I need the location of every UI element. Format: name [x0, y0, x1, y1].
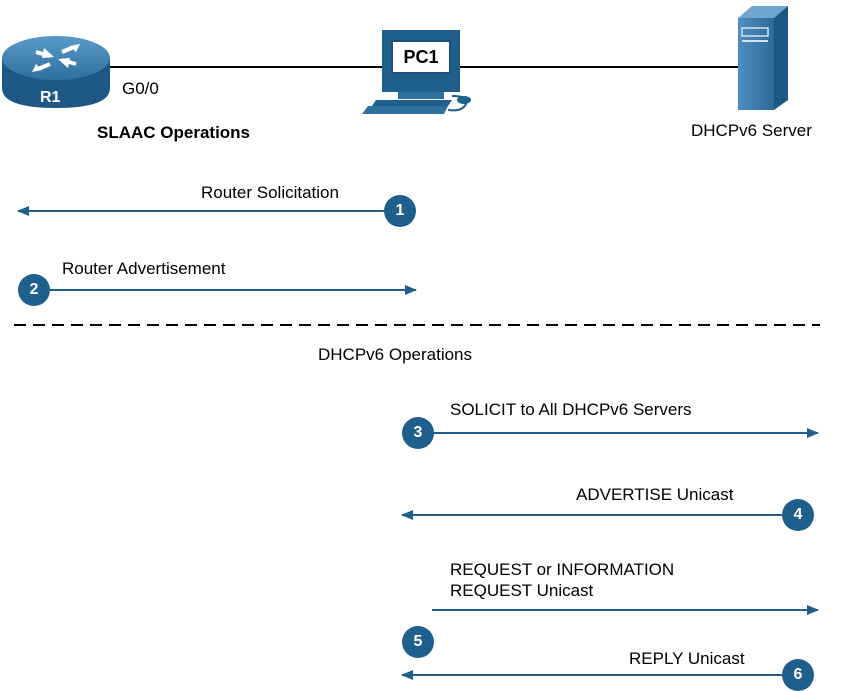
step-badge-4: 4	[782, 499, 814, 531]
message-label-6: REPLY Unicast	[629, 649, 745, 668]
message-label-4: ADVERTISE Unicast	[576, 485, 734, 504]
step-badge-5: 5	[402, 626, 434, 658]
server-icon	[738, 6, 788, 110]
message-label-1: Router Solicitation	[201, 183, 339, 202]
dhcpv6-section-title: DHCPv6 Operations	[318, 345, 473, 364]
message-label-2: Router Advertisement	[62, 259, 226, 278]
router-name-label: R1	[40, 89, 61, 106]
step-badge-2: 2	[18, 274, 50, 306]
step-badge-1: 1	[384, 195, 416, 227]
message-label-3: SOLICIT to All DHCPv6 Servers	[450, 400, 692, 419]
router-interface-label: G0/0	[122, 79, 159, 98]
message-label-5: REQUEST or INFORMATION REQUEST Unicast	[450, 560, 675, 600]
pc-name-label: PC1	[391, 40, 451, 74]
router-icon	[2, 36, 110, 108]
step-badge-6: 6	[782, 659, 814, 691]
slaac-section-title: SLAAC Operations	[97, 123, 251, 142]
server-name-label: DHCPv6 Server	[691, 121, 812, 140]
step-badge-3: 3	[402, 417, 434, 449]
